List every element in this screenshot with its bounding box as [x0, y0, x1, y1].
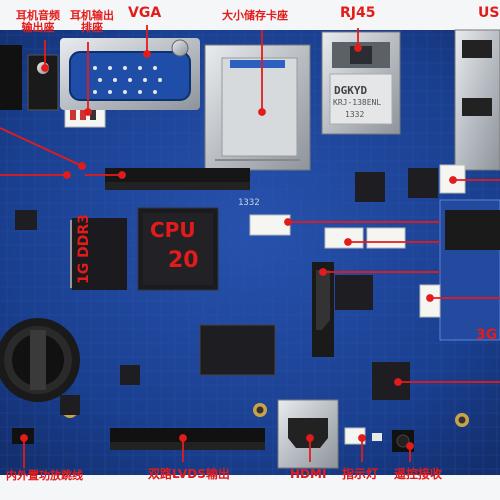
sd-card-slot: [204, 44, 311, 171]
vga-connector: [60, 38, 200, 110]
ddr3-label: 1G DDR3: [76, 214, 92, 284]
label-dual-lvds-out: 双路LVDS输出: [148, 467, 230, 481]
coin-battery: [0, 318, 80, 402]
label-amp-jumper: 内外置功放跳线: [6, 469, 83, 482]
label-usb: US: [478, 5, 500, 21]
label-sd-card-slot: 大小储存卡座: [222, 9, 288, 22]
cpu-number: 20: [168, 248, 199, 273]
small-ics: [15, 168, 438, 415]
label-vga: VGA: [128, 5, 162, 21]
sata-connector: [312, 262, 334, 357]
cpu-label: CPU: [150, 218, 196, 242]
label-headphone-out-header: 耳机输出 排座: [70, 9, 114, 35]
audio-jack: [0, 45, 59, 111]
lvds-header: [110, 428, 265, 450]
rj45-model: KRJ-138ENL: [333, 98, 382, 107]
usb-connector: [454, 29, 500, 171]
label-remote-receiver: 遥控接收: [394, 467, 443, 481]
rj45-code: 1332: [345, 110, 365, 119]
label-indicator-light: 指示灯: [342, 467, 379, 481]
headphone-header: [64, 104, 106, 128]
label-hdmi: HDMI: [290, 467, 327, 481]
rj45-brand: DGKYD: [334, 84, 368, 97]
leader-lines: [0, 25, 500, 468]
pin-header: [105, 168, 250, 190]
pcb-code: 1332: [238, 198, 260, 208]
label-3g: 3G: [476, 327, 498, 343]
mini-pcie-socket: [439, 199, 500, 341]
cpu-chip: [137, 207, 219, 291]
label-rj45: RJ45: [340, 5, 376, 21]
hdmi-connector: [277, 399, 339, 469]
indicator-led: [372, 433, 382, 441]
ddr3-chip: [70, 218, 127, 290]
label-headphone-audio-out: 耳机音频 输出座: [16, 9, 60, 35]
